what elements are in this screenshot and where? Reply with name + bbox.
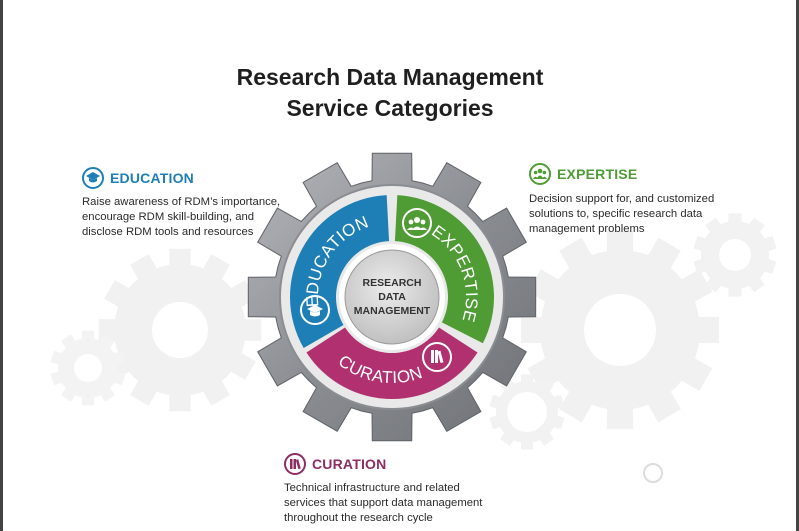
curation-description: Technical infrastructure and related ser…	[284, 481, 482, 526]
education-heading: EDUCATION	[82, 167, 194, 189]
expertise-description: Decision support for, and customized sol…	[529, 192, 714, 237]
expertise-heading-text: EXPERTISE	[557, 166, 638, 182]
expertise-heading: EXPERTISE	[529, 163, 637, 185]
curation-desc-line: throughout the research cycle	[284, 512, 433, 524]
curation-ring-icon	[422, 342, 452, 372]
curation-desc-line: Technical infrastructure and related	[284, 482, 460, 494]
books-icon	[284, 453, 306, 475]
center-label-line-3: MANAGEMENT	[354, 305, 431, 317]
hub	[344, 249, 440, 345]
background-gear-hole	[152, 302, 208, 358]
background-gear-hole	[719, 239, 751, 271]
expertise-ring-icon	[402, 208, 432, 238]
right-border	[796, 0, 799, 531]
education-desc-line: encourage RDM skill-building, and	[82, 211, 255, 223]
education-desc-line: Raise awareness of RDM’s importance,	[82, 196, 281, 208]
people-group-icon	[529, 163, 551, 185]
background-gear-hole	[74, 354, 102, 382]
background-gear-hole	[584, 294, 656, 366]
background-small-ring	[643, 463, 663, 483]
curation-heading: CURATION	[284, 453, 386, 475]
background-gear-hole	[507, 392, 547, 432]
page-title: Research Data Management Service Categor…	[190, 62, 590, 124]
graduation-cap-icon	[82, 167, 104, 189]
center-label-line-1: RESEARCH	[363, 277, 422, 289]
title-line-1: Research Data Management	[236, 64, 544, 90]
education-description: Raise awareness of RDM’s importance, enc…	[82, 195, 280, 240]
education-desc-line: disclose RDM tools and resources	[82, 226, 254, 238]
left-border	[0, 0, 3, 531]
expertise-desc-line: management problems	[529, 223, 645, 235]
expertise-desc-line: Decision support for, and customized	[529, 193, 715, 205]
expertise-desc-line: solutions to, specific research data	[529, 208, 703, 220]
education-ring-icon	[300, 295, 330, 325]
education-heading-text: EDUCATION	[110, 170, 194, 186]
curation-segment[interactable]	[306, 327, 478, 399]
curation-desc-line: services that support data management	[284, 497, 483, 509]
expertise-segment[interactable]	[394, 195, 494, 344]
curation-heading-text: CURATION	[312, 456, 387, 472]
title-line-2: Service Categories	[286, 95, 494, 121]
center-label-line-2: DATA	[378, 291, 406, 303]
